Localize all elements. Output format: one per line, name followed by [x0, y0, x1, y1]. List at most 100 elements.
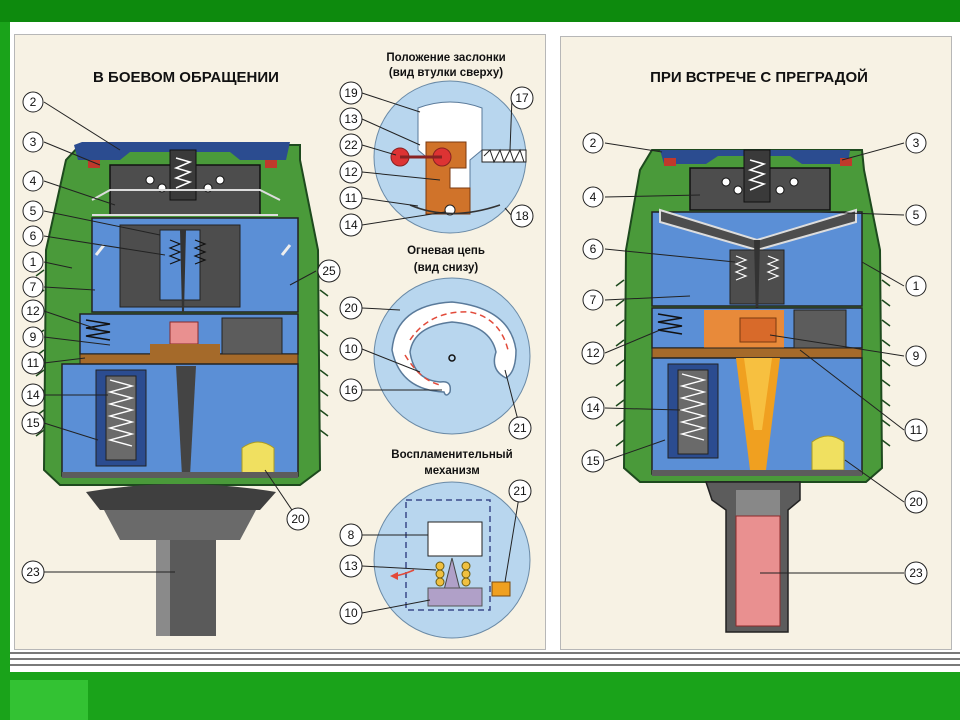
svg-text:Положение заслонки: Положение заслонки [386, 52, 505, 64]
label-22: 22 [339, 133, 363, 157]
label-9: 9 [22, 326, 44, 348]
svg-text:(вид снизу): (вид снизу) [414, 262, 479, 274]
svg-text:7: 7 [30, 280, 37, 294]
svg-text:5: 5 [30, 204, 37, 218]
svg-text:(вид втулки сверху): (вид втулки сверху) [389, 67, 503, 79]
svg-text:7: 7 [590, 293, 597, 307]
label-9: 9 [905, 345, 927, 367]
label-11: 11 [904, 418, 928, 442]
right-fuse [615, 149, 891, 633]
inset-mid-labels: 20 10 16 21 [339, 296, 532, 440]
label-4: 4 [22, 170, 44, 192]
svg-text:22: 22 [344, 138, 358, 152]
label-1: 1 [22, 251, 44, 273]
left-leaders [43, 101, 317, 573]
svg-text:25: 25 [322, 264, 336, 278]
svg-text:1: 1 [30, 255, 37, 269]
inset-bot: Воспламенительный механизм [373, 449, 531, 639]
svg-text:23: 23 [26, 565, 40, 579]
svg-text:20: 20 [291, 512, 305, 526]
label-7: 7 [582, 289, 604, 311]
label-2: 2 [22, 91, 44, 113]
label-8: 8 [339, 523, 363, 547]
svg-text:16: 16 [344, 383, 358, 397]
svg-text:20: 20 [909, 495, 923, 509]
label-12: 12 [21, 299, 45, 323]
label-7: 7 [22, 276, 44, 298]
right-leaders [604, 142, 905, 574]
label-4: 4 [582, 186, 604, 208]
inset-top-labels: 19 13 22 12 11 14 17 18 [339, 81, 534, 237]
svg-text:10: 10 [344, 342, 358, 356]
svg-text:2: 2 [590, 136, 597, 150]
label-21: 21 [508, 416, 532, 440]
label-5: 5 [905, 204, 927, 226]
label-15: 15 [21, 411, 45, 435]
svg-text:21: 21 [513, 421, 527, 435]
left-labels: 2 3 4 5 6 1 7 12 9 11 14 15 25 20 23 [21, 91, 341, 584]
label-5: 5 [22, 200, 44, 222]
label-3: 3 [22, 131, 44, 153]
svg-text:12: 12 [344, 165, 358, 179]
divider-line-3 [10, 664, 960, 666]
label-23: 23 [21, 560, 45, 584]
svg-text:11: 11 [27, 356, 40, 370]
svg-text:10: 10 [344, 606, 358, 620]
svg-text:9: 9 [913, 349, 920, 363]
label-10: 10 [339, 337, 363, 361]
label-19: 19 [339, 81, 363, 105]
svg-text:11: 11 [345, 191, 358, 205]
svg-text:14: 14 [26, 388, 40, 402]
svg-text:12: 12 [586, 346, 600, 360]
svg-text:14: 14 [344, 218, 358, 232]
svg-text:18: 18 [515, 209, 529, 223]
svg-text:17: 17 [515, 91, 529, 105]
label-13: 13 [339, 554, 363, 578]
label-13: 13 [339, 107, 363, 131]
label-11: 11 [339, 186, 363, 210]
divider-line-2 [10, 658, 960, 660]
svg-text:Огневая цепь: Огневая цепь [407, 245, 485, 257]
label-17: 17 [510, 86, 534, 110]
label-11: 11 [21, 351, 45, 375]
svg-text:6: 6 [590, 242, 597, 256]
label-14: 14 [21, 383, 45, 407]
bottom-accent [10, 680, 88, 720]
left-title: В БОЕВОМ ОБРАЩЕНИИ [93, 69, 279, 86]
svg-text:15: 15 [26, 416, 40, 430]
label-20: 20 [286, 507, 310, 531]
label-16: 16 [339, 378, 363, 402]
label-12: 12 [581, 341, 605, 365]
svg-text:21: 21 [513, 484, 527, 498]
label-6: 6 [582, 238, 604, 260]
svg-text:15: 15 [586, 454, 600, 468]
label-10: 10 [339, 601, 363, 625]
divider-line-1 [10, 652, 960, 654]
label-2: 2 [582, 132, 604, 154]
inset-top-leaders [361, 92, 513, 226]
label-23: 23 [904, 561, 928, 585]
svg-text:19: 19 [344, 86, 358, 100]
svg-text:1: 1 [913, 279, 920, 293]
svg-text:6: 6 [30, 229, 37, 243]
svg-text:11: 11 [910, 423, 923, 437]
svg-text:2: 2 [30, 95, 37, 109]
label-1: 1 [905, 275, 927, 297]
svg-text:12: 12 [26, 304, 40, 318]
svg-text:4: 4 [30, 174, 37, 188]
label-20: 20 [904, 490, 928, 514]
svg-text:23: 23 [909, 566, 923, 580]
label-18: 18 [510, 204, 534, 228]
svg-text:13: 13 [344, 559, 358, 573]
bottom-bar [0, 672, 960, 720]
inset-mid: Огневая цепь (вид снизу) [373, 245, 531, 435]
svg-text:Воспламенительный: Воспламенительный [391, 449, 512, 461]
label-25: 25 [317, 259, 341, 283]
left-fuse [35, 142, 329, 636]
inset-bot-labels: 8 13 10 21 [339, 479, 532, 625]
svg-text:13: 13 [344, 112, 358, 126]
svg-text:5: 5 [913, 208, 920, 222]
right-title: ПРИ ВСТРЕЧЕ С ПРЕГРАДОЙ [650, 68, 868, 86]
svg-text:3: 3 [913, 136, 920, 150]
